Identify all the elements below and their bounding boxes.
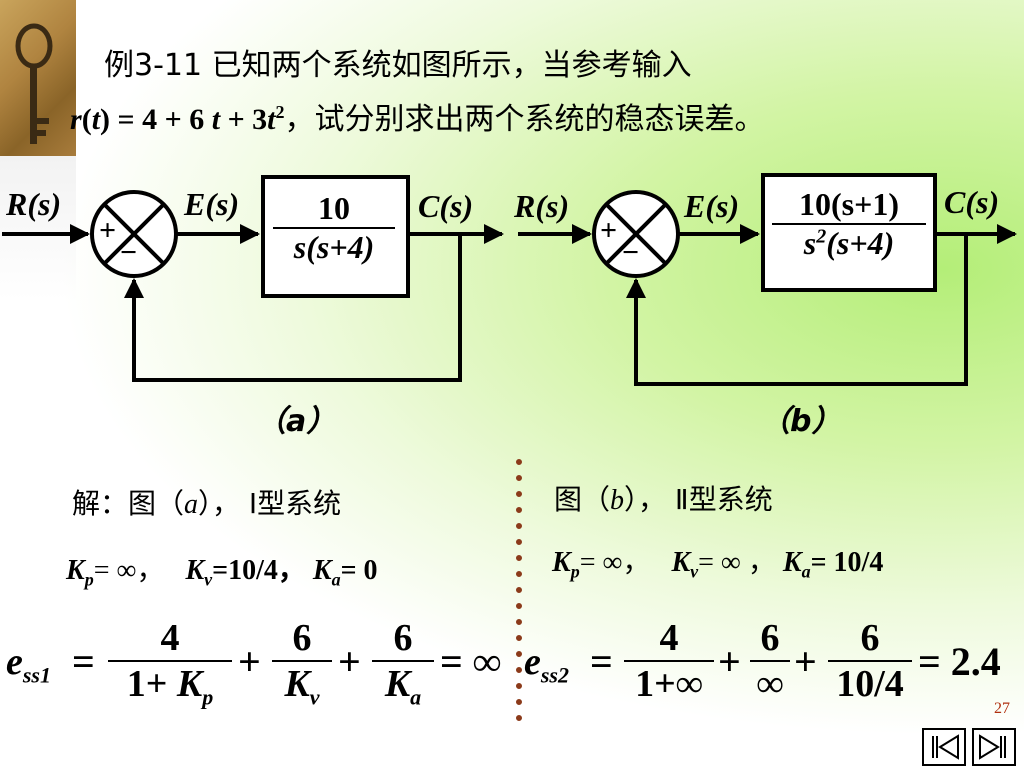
key-logo-image xyxy=(0,0,76,156)
page-number: 27 xyxy=(994,700,1010,717)
diagram-a-input-label: R(s) xyxy=(6,186,62,222)
solution-a-error-constants: Kp= ∞， Kv=10/4， Ka= 0 xyxy=(66,555,378,590)
formula-a-term3: 6 Ka xyxy=(372,616,434,711)
formula-b-term2: 6 ∞ xyxy=(750,616,790,706)
block-diagrams xyxy=(2,173,1017,386)
formula-b-equals: = xyxy=(590,639,613,684)
formula-b-plus1: + xyxy=(718,639,741,684)
formula-a-plus2: + xyxy=(338,639,361,684)
formula-b-lhs: ess2 xyxy=(524,641,569,688)
diagram-a-feedback-path xyxy=(124,234,462,382)
diagram-a-transfer-block xyxy=(261,175,410,298)
diagram-b-input-label: R(s) xyxy=(514,188,570,224)
skip-back-icon xyxy=(932,734,959,760)
formula-a-lhs: ess1 xyxy=(6,641,51,688)
diagram-b-feedback-path xyxy=(626,234,968,386)
formula-b-result: = 2.4 xyxy=(918,639,1001,684)
formula-b-term1: 4 1+∞ xyxy=(624,616,714,706)
dotted-divider xyxy=(516,459,522,727)
formula-b-plus2: + xyxy=(794,639,817,684)
diagram-b-transfer-block xyxy=(761,173,937,292)
diagram-b xyxy=(518,173,1017,386)
diagram-b-output-label: C(s) xyxy=(944,184,1000,220)
next-slide-button[interactable] xyxy=(972,728,1016,766)
diagram-a-plus-sign: + xyxy=(99,214,117,247)
formula-a-equals: = xyxy=(72,639,95,684)
diagram-a-transfer-function: 10 s(s+4) xyxy=(273,190,395,266)
diagram-a-error-label: E(s) xyxy=(184,186,240,222)
problem-title-line1: 例3-11 已知两个系统如图所示，当参考输入 xyxy=(104,48,692,83)
diagram-b-caption: （b） xyxy=(760,404,842,439)
solution-a-heading: 解：图（a）， Ⅰ型系统 xyxy=(72,487,342,520)
solution-b-heading: 图（b）， Ⅱ型系统 xyxy=(554,483,773,516)
diagram-a-minus-sign: − xyxy=(120,236,138,269)
diagram-a xyxy=(2,175,504,382)
diagram-b-error-label: E(s) xyxy=(684,188,740,224)
previous-slide-button[interactable] xyxy=(922,728,966,766)
diagram-b-minus-sign: − xyxy=(622,236,640,269)
solution-b-error-constants: Kp= ∞， Kv= ∞ ， Ka= 10/4 xyxy=(552,547,884,582)
formula-a-result: = ∞ xyxy=(440,639,502,684)
skip-forward-icon xyxy=(979,734,1006,760)
formula-a-plus1: + xyxy=(238,639,261,684)
diagram-b-plus-sign: + xyxy=(600,214,618,247)
formula-b-term3: 6 10/4 xyxy=(828,616,912,706)
formula-a-term2: 6 Kv xyxy=(272,616,332,711)
diagram-a-output-label: C(s) xyxy=(418,188,474,224)
formula-a-term1: 4 1+ Kp xyxy=(108,616,232,711)
diagram-b-transfer-function: 10(s+1) s2(s+4) xyxy=(772,186,926,262)
problem-title-line2: r(t) = 4 + 6 t + 3t2，试分别求出两个系统的稳态误差。 xyxy=(70,102,765,137)
diagram-a-caption: （a） xyxy=(256,404,337,439)
